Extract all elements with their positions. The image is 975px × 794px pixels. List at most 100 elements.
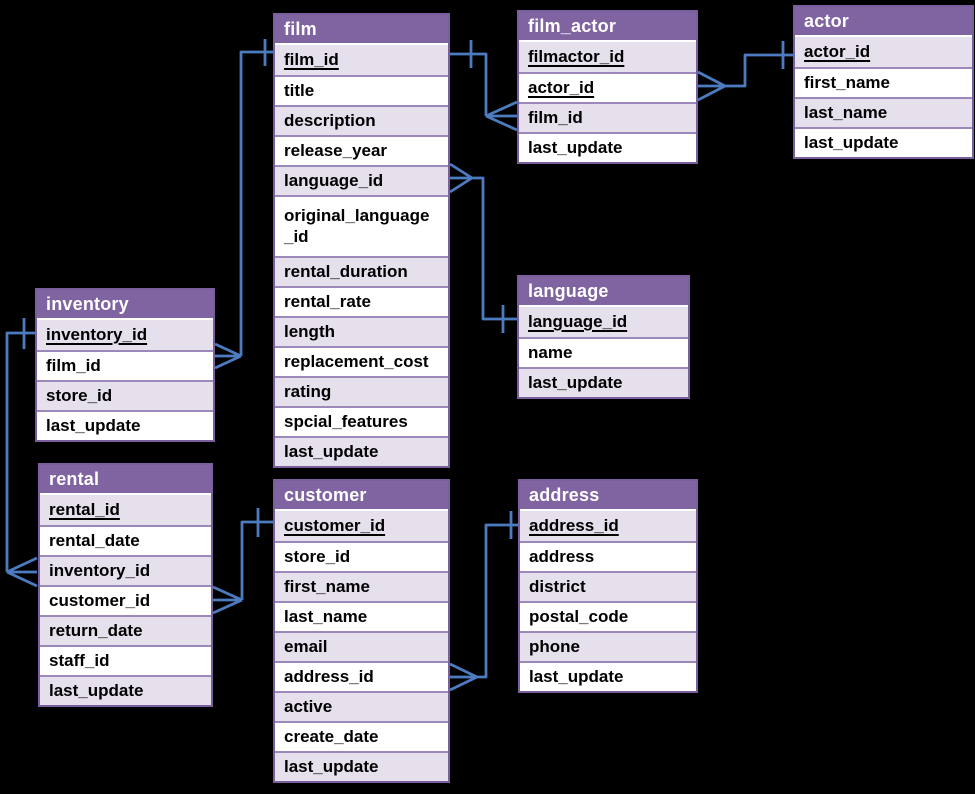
column-label: last_update bbox=[804, 133, 899, 152]
column-label: customer_id bbox=[284, 516, 386, 535]
column-last_update: last_update bbox=[40, 675, 211, 705]
table-title: language bbox=[528, 280, 609, 301]
column-rental_date: rental_date bbox=[40, 525, 211, 555]
column-original_language_id: original_language_id bbox=[275, 195, 448, 256]
column-label: rating bbox=[284, 382, 332, 401]
column-label: original_language_id bbox=[284, 206, 430, 246]
column-label: last_update bbox=[528, 138, 623, 157]
column-first_name: first_name bbox=[275, 571, 448, 601]
column-email: email bbox=[275, 631, 448, 661]
column-language_id: language_id bbox=[275, 165, 448, 195]
column-postal_code: postal_code bbox=[520, 601, 696, 631]
connector-line bbox=[477, 523, 518, 679]
column-title: title bbox=[275, 75, 448, 105]
relationship-film_actor-actor bbox=[697, 41, 793, 102]
column-label: length bbox=[284, 322, 335, 341]
column-rental_duration: rental_duration bbox=[275, 256, 448, 286]
column-film_id: film_id bbox=[519, 102, 696, 132]
column-label: email bbox=[284, 637, 328, 656]
column-label: rental_date bbox=[49, 531, 140, 550]
column-label: inventory_id bbox=[46, 325, 148, 344]
column-active: active bbox=[275, 691, 448, 721]
column-label: last_update bbox=[284, 757, 379, 776]
column-customer_id: customer_id bbox=[275, 511, 448, 541]
column-label: rental_rate bbox=[284, 292, 371, 311]
column-label: actor_id bbox=[804, 42, 871, 61]
column-label: staff_id bbox=[49, 651, 110, 670]
column-last_update: last_update bbox=[520, 661, 696, 691]
column-film_id: film_id bbox=[275, 45, 448, 75]
column-label: title bbox=[284, 81, 315, 100]
table-customer-header: customer bbox=[275, 481, 448, 511]
column-inventory_id: inventory_id bbox=[37, 320, 213, 350]
relationship-customer-address bbox=[449, 511, 518, 692]
crow-foot-many bbox=[449, 162, 473, 194]
column-label: last_update bbox=[46, 416, 141, 435]
column-label: language_id bbox=[284, 171, 384, 190]
column-label: active bbox=[284, 697, 333, 716]
column-label: language_id bbox=[528, 312, 628, 331]
column-film_id: film_id bbox=[37, 350, 213, 380]
column-label: last_update bbox=[284, 442, 379, 461]
column-label: store_id bbox=[284, 547, 351, 566]
column-label: address_id bbox=[284, 667, 374, 686]
column-label: film_id bbox=[528, 108, 583, 127]
column-label: first_name bbox=[804, 73, 890, 92]
column-store_id: store_id bbox=[275, 541, 448, 571]
column-label: postal_code bbox=[529, 607, 629, 626]
table-title: inventory bbox=[46, 293, 129, 314]
column-return_date: return_date bbox=[40, 615, 211, 645]
column-label: film_id bbox=[284, 50, 339, 69]
table-title: customer bbox=[284, 484, 367, 505]
table-actor-columns: actor_id first_name last_name last_update bbox=[795, 37, 972, 157]
column-label: last_update bbox=[529, 667, 624, 686]
column-length: length bbox=[275, 316, 448, 346]
column-address: address bbox=[520, 541, 696, 571]
crow-foot-many bbox=[449, 662, 478, 692]
column-filmactor_id: filmactor_id bbox=[519, 42, 696, 72]
column-phone: phone bbox=[520, 631, 696, 661]
column-label: last_update bbox=[49, 681, 144, 700]
column-last_update: last_update bbox=[275, 751, 448, 781]
crow-foot-many bbox=[697, 70, 726, 102]
column-label: last_name bbox=[284, 607, 368, 626]
column-last_name: last_name bbox=[795, 97, 972, 127]
column-rental_rate: rental_rate bbox=[275, 286, 448, 316]
column-label: address bbox=[529, 547, 595, 566]
column-label: actor_id bbox=[528, 78, 595, 97]
table-actor-header: actor bbox=[795, 7, 972, 37]
column-last_update: last_update bbox=[519, 132, 696, 162]
column-last_update: last_update bbox=[275, 436, 448, 466]
relationship-film-film_actor bbox=[450, 40, 518, 132]
column-label: film_id bbox=[46, 356, 101, 375]
connector-line bbox=[239, 50, 273, 356]
column-label: description bbox=[284, 111, 376, 130]
crow-foot-many bbox=[485, 100, 518, 132]
table-title: rental bbox=[49, 468, 100, 489]
column-label: rental_duration bbox=[284, 262, 408, 281]
table-actor: actor actor_id first_name last_name last_up… bbox=[793, 5, 974, 159]
column-description: description bbox=[275, 105, 448, 135]
table-film_actor-columns: filmactor_id actor_id film_id last_update bbox=[519, 42, 696, 162]
column-label: last_name bbox=[804, 103, 888, 122]
column-customer_id: customer_id bbox=[40, 585, 211, 615]
column-label: last_update bbox=[528, 373, 623, 392]
crow-foot-many bbox=[212, 585, 243, 615]
table-title: film bbox=[284, 18, 317, 39]
crow-foot-many bbox=[214, 342, 242, 370]
column-last_name: last_name bbox=[275, 601, 448, 631]
table-film_actor-header: film_actor bbox=[519, 12, 696, 42]
column-label: first_name bbox=[284, 577, 370, 596]
column-label: rental_id bbox=[49, 500, 120, 519]
connector-line bbox=[725, 53, 793, 88]
